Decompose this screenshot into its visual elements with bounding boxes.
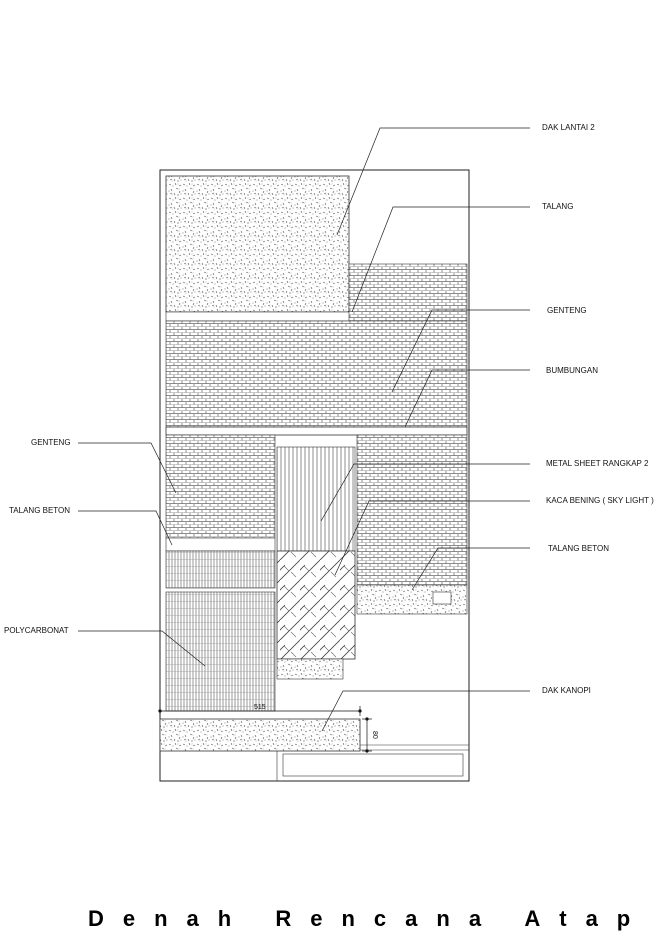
drawing-title: Denah Rencana Atap <box>88 906 650 931</box>
polycarbonate-roof-upper <box>165 550 276 589</box>
leader-polycarbonat <box>78 630 206 667</box>
label-kaca-bening: KACA BENING ( SKY LIGHT ) <box>546 496 654 505</box>
label-polycarbonat: POLYCARBONAT <box>4 626 69 635</box>
label-talang: TALANG <box>542 202 573 211</box>
bumbungan-ridge <box>165 426 468 436</box>
skylight-step <box>276 658 344 680</box>
leader-genteng-right <box>391 309 530 393</box>
talang-gutter <box>165 311 360 322</box>
drain-box <box>432 591 452 605</box>
leader-kaca-bening <box>334 500 530 576</box>
label-metal-sheet: METAL SHEET RANGKAP 2 <box>546 459 649 468</box>
dimension-515-label: 515 <box>254 704 266 711</box>
leader-lines <box>78 127 530 732</box>
leader-genteng-left <box>78 442 177 494</box>
leader-dak-kanopi <box>321 690 530 732</box>
leader-talang-beton-right <box>411 547 530 591</box>
dimension-515: 515 <box>158 704 362 716</box>
label-dak-lantai-2: DAK LANTAI 2 <box>542 123 595 132</box>
leader-talang-beton-left <box>78 510 173 546</box>
genteng-right-roof <box>356 434 468 586</box>
talang-beton-left <box>165 537 276 552</box>
dimension-80-label: 80 <box>371 731 378 739</box>
leader-metal-sheet <box>320 463 530 522</box>
dimension-80: 80 <box>362 717 378 753</box>
label-dak-kanopi: DAK KANOPI <box>542 686 591 695</box>
building-outline <box>159 169 470 782</box>
genteng-upper-roof <box>348 263 468 322</box>
label-talang-beton-left: TALANG BETON <box>9 506 70 515</box>
dak-lantai-2-slab <box>165 175 350 313</box>
leader-bumbungan <box>404 369 530 428</box>
label-genteng-right: GENTENG <box>547 306 587 315</box>
label-talang-beton-right: TALANG BETON <box>548 544 609 553</box>
ground-room <box>282 753 464 777</box>
genteng-main-roof <box>165 320 468 428</box>
leader-dak-lantai-2 <box>336 127 530 236</box>
skylight-glass <box>276 550 356 660</box>
genteng-left-roof <box>165 434 276 539</box>
polycarbonate-roof <box>165 591 276 712</box>
metal-sheet-roof <box>276 446 356 552</box>
dak-kanopi-slab <box>159 718 361 752</box>
label-bumbungan: BUMBUNGAN <box>546 366 598 375</box>
label-genteng-left: GENTENG <box>31 438 71 447</box>
leader-talang <box>351 206 530 313</box>
